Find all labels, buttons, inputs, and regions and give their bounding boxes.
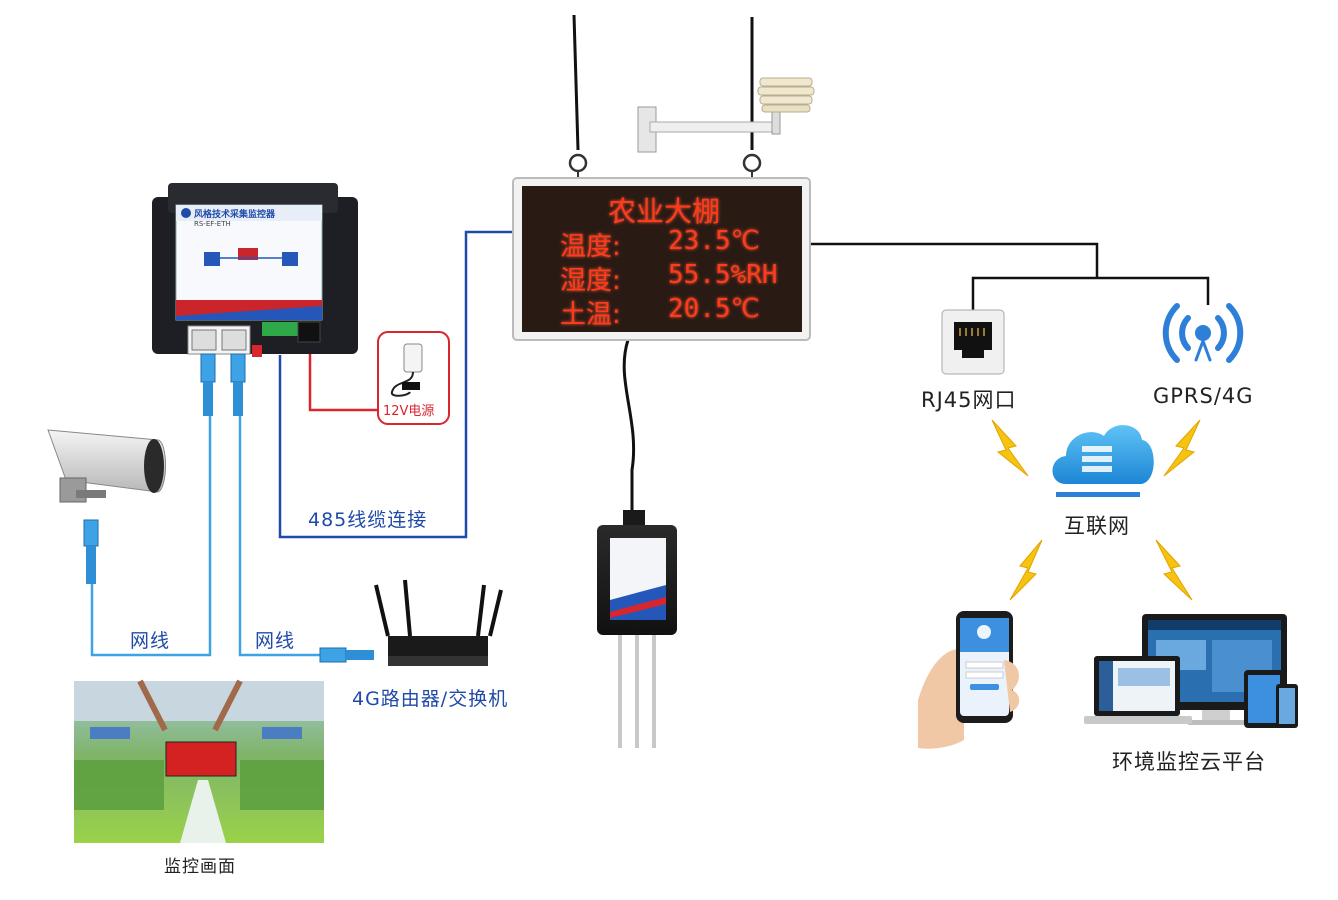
router-label: 4G路由器/交换机 — [352, 688, 509, 710]
controller-rj45-plugs — [200, 353, 246, 416]
net-cable-label-left: 网线 — [130, 630, 171, 652]
display-row-value-soil-temperature: 20.5℃ — [668, 294, 760, 324]
cloud-platform-devices — [1084, 614, 1298, 728]
cloud-platform-label: 环境监控云平台 — [1112, 750, 1266, 774]
weather-shield-icon — [637, 77, 815, 153]
cloud-icon — [1052, 425, 1154, 497]
display-row-label-humidity: 湿度: — [560, 266, 621, 296]
display-row-label-soil-temperature: 土温: — [560, 300, 621, 330]
data-collector — [152, 183, 358, 357]
internet-label: 互联网 — [1064, 514, 1130, 538]
smartphone-icon — [918, 611, 1020, 749]
display-row-label-temperature: 温度: — [560, 232, 621, 262]
power-adapter — [377, 331, 450, 425]
gprs-label: GPRS/4G — [1153, 384, 1254, 408]
controller-brand: 风格技术采集监控器 — [194, 210, 276, 220]
monitor-screen — [74, 679, 324, 843]
display-row-value-humidity: 55.5%RH — [668, 260, 778, 290]
cable-label: 485线缆连接 — [308, 509, 428, 531]
camera-icon — [47, 429, 166, 584]
uplink-lines — [808, 242, 1210, 310]
wireless-signal-icon — [1162, 303, 1244, 363]
display-title: 农业大棚 — [608, 195, 721, 228]
rj45-label: RJ45网口 — [921, 388, 1017, 412]
rj45-port-icon — [941, 309, 1005, 375]
power-label: 12V电源 — [383, 404, 435, 419]
router-icon — [319, 579, 503, 666]
network-cables — [90, 415, 320, 657]
controller-brand-en: RS-EF-ETH — [194, 220, 231, 228]
rs485-cable — [278, 230, 515, 539]
antenna-icon — [568, 14, 762, 182]
power-cable — [308, 350, 380, 412]
soil-sensor — [597, 510, 677, 748]
led-display — [512, 177, 811, 341]
monitor-label: 监控画面 — [164, 857, 236, 877]
net-cable-label-right: 网线 — [255, 630, 296, 652]
display-row-value-temperature: 23.5℃ — [668, 226, 760, 256]
lightning-icons — [991, 419, 1201, 601]
sensor-cable — [622, 339, 636, 512]
